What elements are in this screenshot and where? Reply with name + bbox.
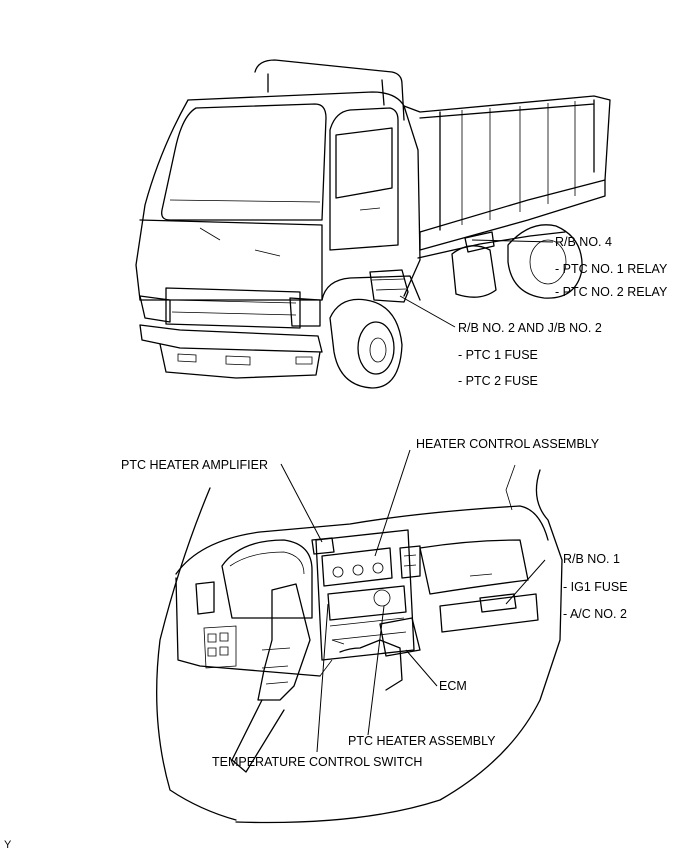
leader-temp-switch: [316, 603, 329, 753]
leader-ecm: [405, 649, 438, 687]
rb4-label: R/B NO. 4: [555, 235, 612, 249]
corner-mark: Y: [4, 839, 12, 851]
leader-rb1: [505, 559, 546, 605]
ptc2-relay-label: - PTC NO. 2 RELAY: [555, 285, 668, 299]
leader-ptc-amp: [280, 463, 323, 543]
rb2-jb2-label: R/B NO. 2 AND J/B NO. 2: [458, 321, 602, 335]
leader-ptc-assy: [367, 605, 385, 736]
truck-illustration: [135, 59, 611, 389]
leader-rb4: [471, 239, 554, 243]
leader-rb2: [399, 295, 456, 328]
heater-control-label: HEATER CONTROL ASSEMBLY: [416, 437, 600, 451]
ptc1-fuse-label: - PTC 1 FUSE: [458, 348, 538, 362]
ecm-label: ECM: [439, 679, 467, 693]
ig1-fuse-label: - IG1 FUSE: [563, 580, 628, 594]
temp-switch-label: TEMPERATURE CONTROL SWITCH: [212, 755, 423, 769]
rb1-label: R/B NO. 1: [563, 552, 620, 566]
ptc-assy-label: PTC HEATER ASSEMBLY: [348, 734, 496, 748]
ptc1-relay-label: - PTC NO. 1 RELAY: [555, 262, 668, 276]
dashboard-illustration: [156, 464, 563, 824]
ptc2-fuse-label: - PTC 2 FUSE: [458, 374, 538, 388]
leader-heater-control: [374, 449, 411, 557]
ac2-label: - A/C NO. 2: [563, 607, 627, 621]
ptc-amp-label: PTC HEATER AMPLIFIER: [121, 458, 269, 472]
